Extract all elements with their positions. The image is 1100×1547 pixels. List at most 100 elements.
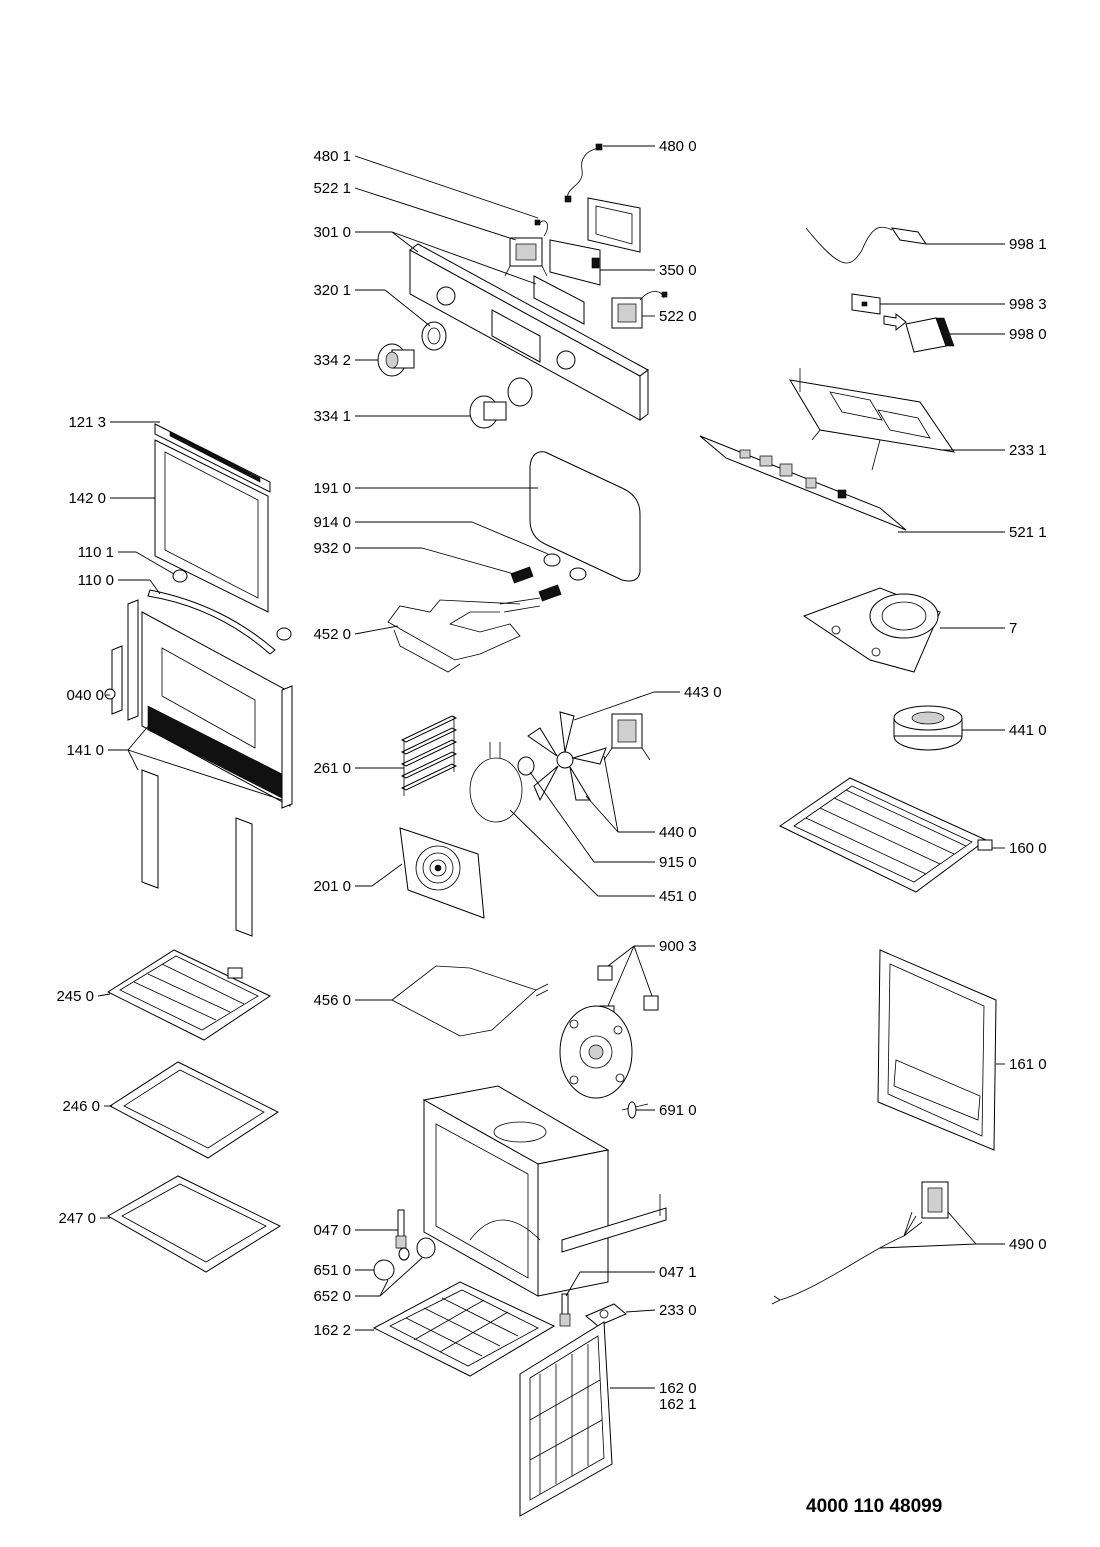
part-480-0-cable [564, 143, 603, 203]
label-915-0: 915 0 [659, 854, 697, 871]
part-233-1-board-holder [789, 368, 956, 471]
part-oven-cavity [422, 1085, 667, 1297]
label-110-1: 110 1 [78, 544, 114, 561]
part-998-1-cable [805, 226, 928, 264]
label-233-1: 233 1 [1009, 442, 1047, 459]
label-451-0: 451 0 [659, 888, 697, 905]
part-162-0-side-liner [519, 1321, 613, 1517]
part-161-0-back-panel [877, 949, 997, 1151]
part-047-1-sensor [559, 1293, 571, 1327]
label-162-0: 162 0 [659, 1380, 697, 1397]
label-440-0: 440 0 [659, 824, 697, 841]
part-443-0-fan-motor [603, 713, 651, 761]
label-040-0: 040 0 [66, 687, 104, 704]
label-162-2: 162 2 [313, 1322, 351, 1339]
part-160-0-wire-rack [779, 777, 993, 893]
part-040-0-hinge [104, 645, 123, 715]
label-161-0: 161 0 [1009, 1056, 1047, 1073]
label-7: 7 [1009, 620, 1017, 637]
part-162-2-bottom-liner [372, 1281, 556, 1377]
label-110-0: 110 0 [78, 572, 114, 589]
part-915-0-nut [517, 756, 535, 776]
part-998-3-label [851, 293, 907, 332]
label-162-1: 162 1 [659, 1396, 697, 1413]
leader-lines [97, 145, 1005, 1389]
part-246-0-baking-tray [109, 1061, 280, 1159]
part-320-1-knob-holder [421, 321, 447, 351]
label-350-0: 350 0 [659, 262, 697, 279]
part-121-3-door-top-trim [154, 423, 271, 493]
part-110-0-strip [147, 589, 292, 655]
part-522-0-switch [611, 291, 668, 329]
part-452-0-grill-element [387, 597, 541, 673]
label-261-0: 261 0 [313, 760, 351, 777]
part-233-0-holder [585, 1303, 627, 1327]
label-932-0: 932 0 [313, 540, 351, 557]
part-110-1-bumper [172, 569, 188, 583]
label-121-3: 121 3 [68, 414, 106, 431]
label-998-1: 998 1 [1009, 236, 1047, 253]
label-047-1: 047 1 [659, 1264, 697, 1281]
part-245-0-wire-shelf [106, 949, 272, 1041]
part-247-0-deep-tray [106, 1175, 282, 1273]
label-141-0: 141 0 [66, 742, 104, 759]
part-456-0-lower-element [391, 965, 549, 1037]
label-522-0: 522 0 [659, 308, 697, 325]
label-246-0: 246 0 [62, 1098, 100, 1115]
label-443-0: 443 0 [684, 684, 722, 701]
part-7-fan-housing [802, 587, 941, 673]
part-142-0-inner-glass [154, 439, 269, 613]
part-480-1-cable [534, 219, 548, 237]
label-480-0: 480 0 [659, 138, 697, 155]
label-201-0: 201 0 [313, 878, 351, 895]
part-691-0-back-plate [559, 1005, 649, 1119]
label-691-0: 691 0 [659, 1102, 697, 1119]
part-651-0-lamp [398, 1237, 436, 1261]
part-261-0-shelf-guide [400, 715, 458, 796]
part-521-1-pcb [699, 435, 907, 531]
label-521-1: 521 1 [1009, 524, 1047, 541]
label-456-0: 456 0 [313, 992, 351, 1009]
label-160-0: 160 0 [1009, 840, 1047, 857]
label-247-0: 247 0 [58, 1210, 96, 1227]
label-480-1: 480 1 [313, 148, 351, 165]
part-490-0-power-cable [771, 1181, 949, 1305]
part-334-2-knob [377, 343, 415, 377]
label-652-0: 652 0 [313, 1288, 351, 1305]
label-301-0: 301 0 [313, 224, 351, 241]
label-191-0: 191 0 [313, 480, 351, 497]
label-998-3: 998 3 [1009, 296, 1047, 313]
part-522-1-switch [504, 237, 548, 277]
part-451-0-ring-element [469, 742, 523, 823]
part-047-0-sensor [395, 1209, 407, 1249]
label-233-0: 233 0 [659, 1302, 697, 1319]
label-490-0: 490 0 [1009, 1236, 1047, 1253]
label-142-0: 142 0 [68, 490, 106, 507]
part-labels: 480 1 480 0 522 1 301 0 350 0 320 1 522 … [56, 138, 1046, 1413]
part-201-0-fan-cover [399, 827, 485, 919]
part-191-0-door-seal [529, 451, 641, 582]
label-522-1: 522 1 [313, 180, 351, 197]
part-301-0-control-panel [409, 243, 649, 421]
part-141-0-outer-door [127, 599, 293, 937]
part-441-0-cooling-fan [893, 705, 963, 751]
label-334-2: 334 2 [313, 352, 351, 369]
label-245-0: 245 0 [56, 988, 94, 1005]
label-334-1: 334 1 [313, 408, 351, 425]
label-651-0: 651 0 [313, 1262, 351, 1279]
part-440-0-fan-blade [527, 711, 607, 802]
part-914-0-lamp-holder [543, 553, 587, 581]
label-914-0: 914 0 [313, 514, 351, 531]
label-900-3: 900 3 [659, 938, 697, 955]
label-452-0: 452 0 [313, 626, 351, 643]
label-320-1: 320 1 [313, 282, 351, 299]
part-932-0-connector [510, 566, 562, 602]
part-350-0-bracket [549, 197, 641, 286]
label-998-0: 998 0 [1009, 326, 1047, 343]
part-652-0-lamp-cover [373, 1259, 395, 1281]
part-998-0-module [905, 317, 955, 353]
part-334-1-knob [469, 377, 533, 429]
document-number: 4000 110 48099 [806, 1496, 942, 1517]
label-441-0: 441 0 [1009, 722, 1047, 739]
